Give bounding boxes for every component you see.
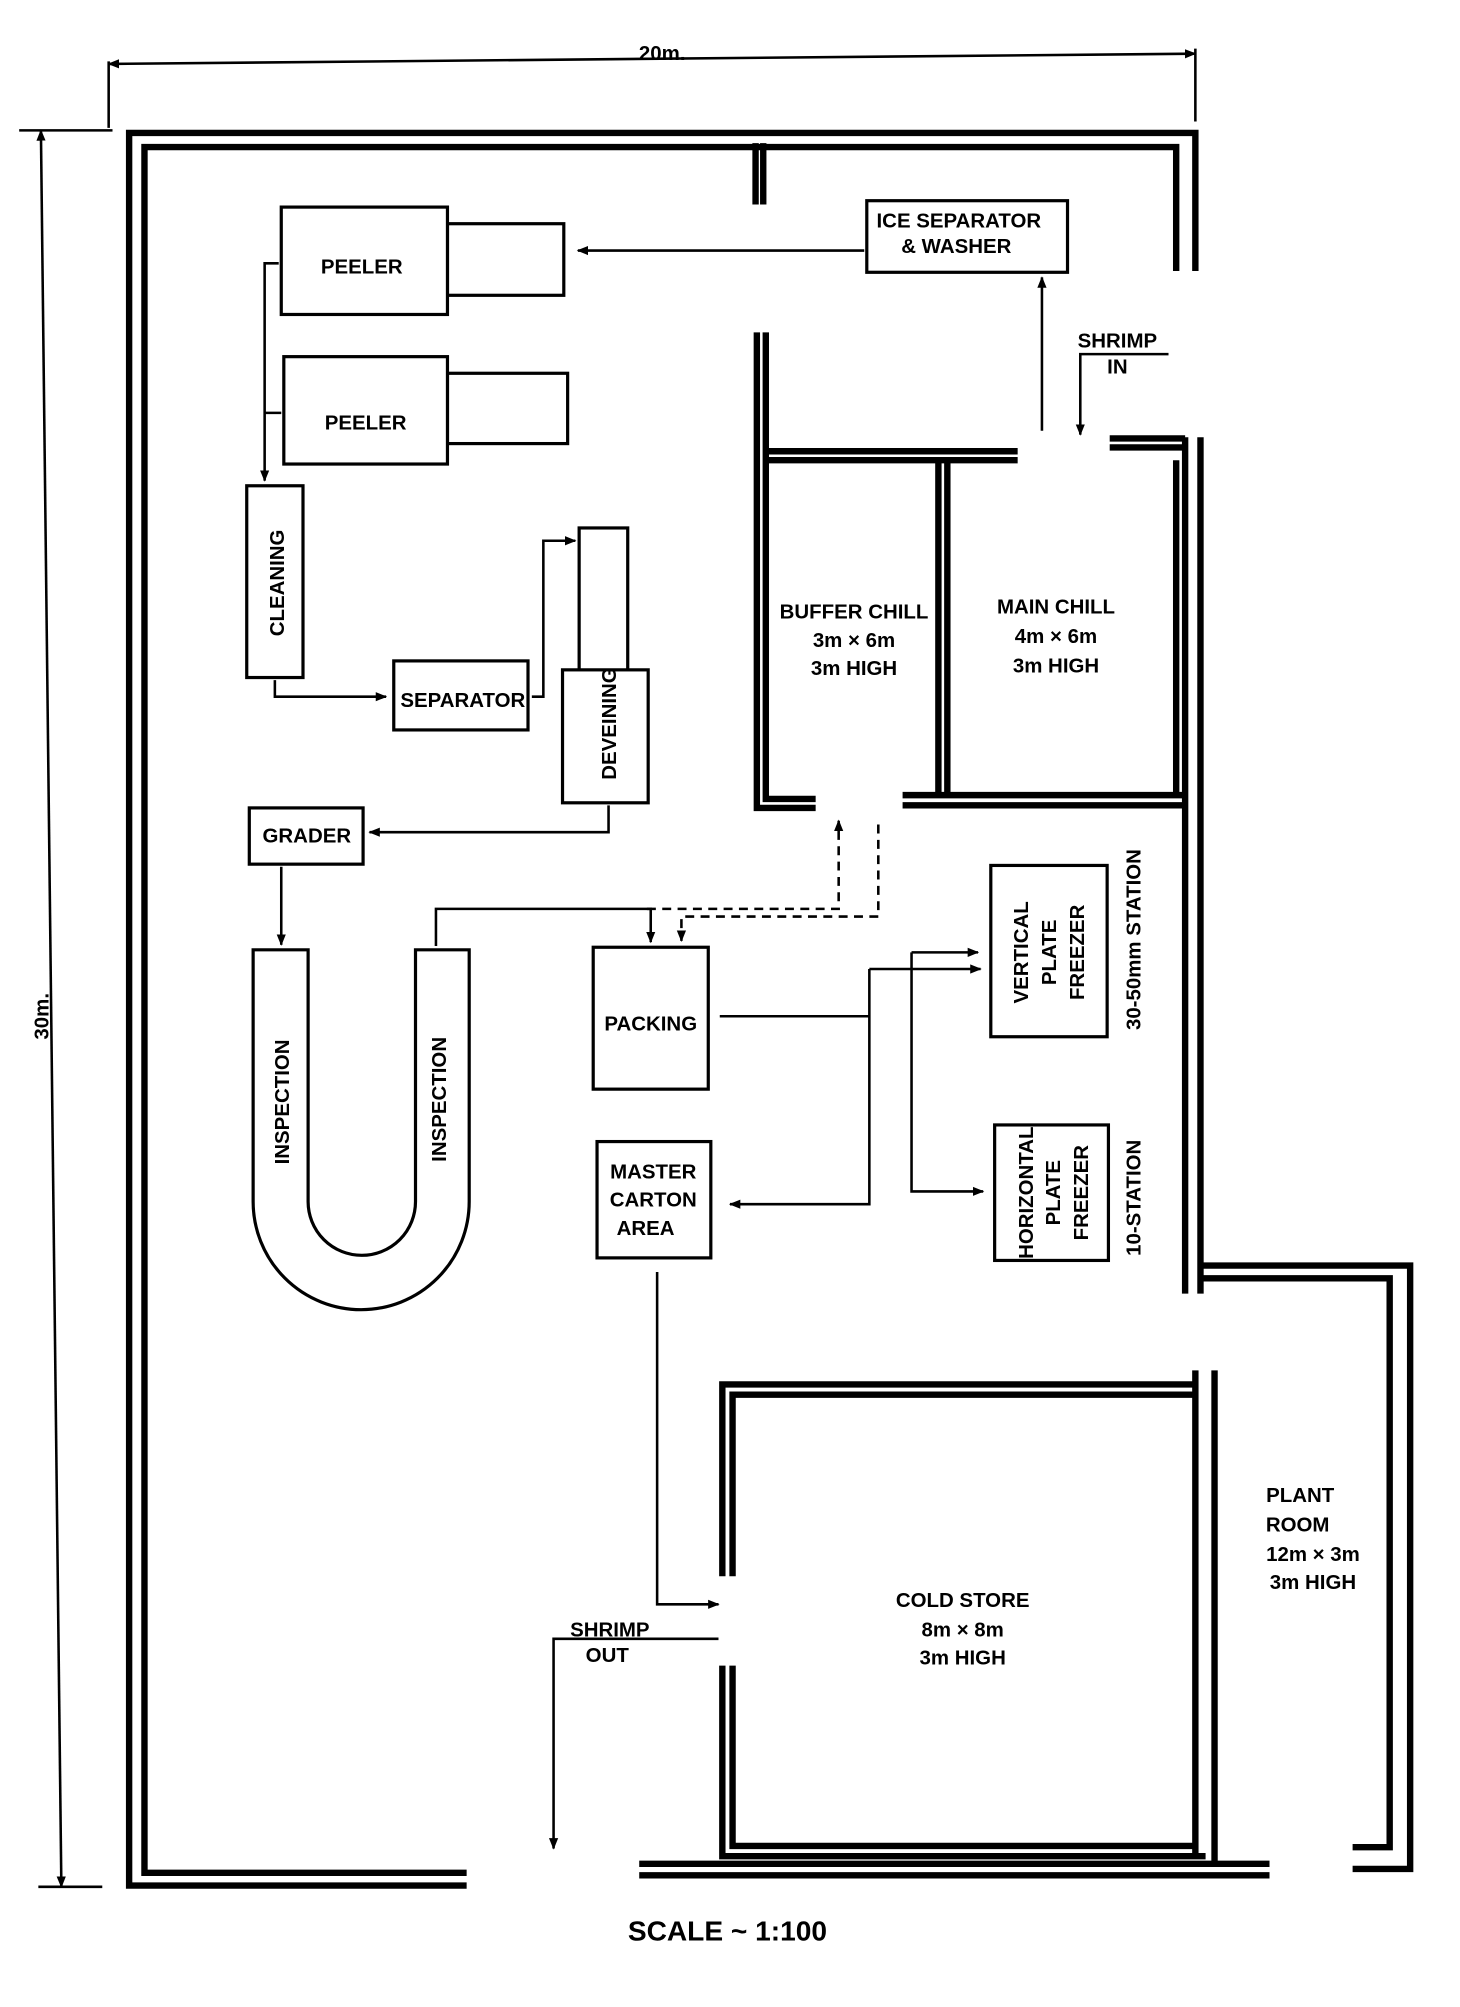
plant-room-size: 12m × 3m bbox=[1266, 1543, 1360, 1566]
cleaning-label: CLEANING bbox=[266, 530, 289, 637]
shrimp-in-line2: IN bbox=[1107, 355, 1127, 378]
height-dimension: 30m. bbox=[19, 129, 113, 1889]
vertical-freezer-line3: FREEZER bbox=[1066, 904, 1089, 1000]
grader-label: GRADER bbox=[263, 824, 352, 847]
building-walls bbox=[125, 129, 1414, 1889]
horizontal-plate-freezer: HORIZONTAL PLATE FREEZER 10-STATION bbox=[993, 1123, 1145, 1263]
cold-store-height: 3m HIGH bbox=[920, 1646, 1006, 1669]
horizontal-freezer-line2: PLATE bbox=[1042, 1160, 1065, 1225]
packing-station: PACKING bbox=[591, 945, 710, 1091]
buffer-chill-title: BUFFER CHILL bbox=[780, 601, 929, 624]
separator-label: SEPARATOR bbox=[400, 689, 525, 712]
main-chill-size: 4m × 6m bbox=[1015, 625, 1097, 648]
main-chill-title: MAIN CHILL bbox=[997, 596, 1115, 619]
cold-store-title: COLD STORE bbox=[896, 1589, 1030, 1612]
ice-separator-washer: ICE SEPARATOR & WASHER bbox=[865, 199, 1070, 274]
shrimp-out-line2: OUT bbox=[586, 1644, 630, 1667]
peeler-1-label: PEELER bbox=[321, 256, 403, 279]
plant-room-line1: PLANT bbox=[1266, 1484, 1335, 1507]
master-carton-area: MASTER CARTON AREA bbox=[595, 1139, 713, 1260]
vertical-freezer-line2: PLATE bbox=[1038, 920, 1061, 985]
master-carton-line3: AREA bbox=[617, 1217, 675, 1240]
width-label: 20m. bbox=[639, 42, 686, 65]
grader-unit: GRADER bbox=[247, 806, 365, 866]
deveining-label: DEVEINING bbox=[598, 667, 621, 779]
width-dimension: 20m. bbox=[107, 42, 1197, 128]
chill-rooms bbox=[753, 332, 1186, 812]
cleaning-station: CLEANING bbox=[245, 484, 305, 680]
horizontal-station-label: 10-STATION bbox=[1122, 1140, 1145, 1256]
buffer-chill-height: 3m HIGH bbox=[811, 657, 897, 680]
cold-store-walls bbox=[719, 1370, 1218, 1864]
ice-separator-line2: & WASHER bbox=[901, 235, 1011, 258]
packing-label: PACKING bbox=[604, 1012, 697, 1035]
vertical-station-label: 30-50mm STATION bbox=[1122, 849, 1145, 1030]
peeler-1: PEELER bbox=[279, 205, 566, 317]
vertical-plate-freezer: VERTICAL PLATE FREEZER 30-50mm STATION bbox=[989, 849, 1145, 1039]
scale-label: SCALE ~ 1:100 bbox=[628, 1916, 827, 1947]
ice-separator-line1: ICE SEPARATOR bbox=[877, 210, 1042, 233]
plant-room-line2: ROOM bbox=[1266, 1513, 1330, 1536]
shrimp-in-line1: SHRIMP bbox=[1078, 330, 1158, 353]
separator-unit: SEPARATOR bbox=[392, 659, 530, 732]
plant-room-height: 3m HIGH bbox=[1270, 1571, 1356, 1594]
deveining-unit: DEVEINING bbox=[560, 526, 650, 805]
peeler-2-label: PEELER bbox=[325, 412, 407, 435]
master-carton-line1: MASTER bbox=[610, 1161, 697, 1184]
inspection-conveyor: INSPECTION INSPECTION bbox=[251, 948, 471, 1312]
peeler-2: PEELER bbox=[282, 355, 570, 466]
horizontal-freezer-line1: HORIZONTAL bbox=[1015, 1126, 1038, 1258]
inspection-left-label: INSPECTION bbox=[271, 1039, 294, 1164]
horizontal-freezer-line3: FREEZER bbox=[1070, 1145, 1093, 1241]
buffer-chill-size: 3m × 6m bbox=[813, 629, 895, 652]
height-label: 30m. bbox=[31, 993, 54, 1040]
inspection-right-label: INSPECTION bbox=[428, 1037, 451, 1162]
flow-arrows: SHRIMP IN SHRIMP OUT bbox=[260, 245, 1169, 1850]
master-carton-line2: CARTON bbox=[610, 1189, 697, 1212]
cold-store-size: 8m × 8m bbox=[921, 1618, 1003, 1641]
shrimp-out-line1: SHRIMP bbox=[570, 1618, 650, 1641]
main-chill-height: 3m HIGH bbox=[1013, 654, 1099, 677]
vertical-freezer-line1: VERTICAL bbox=[1010, 901, 1033, 1003]
